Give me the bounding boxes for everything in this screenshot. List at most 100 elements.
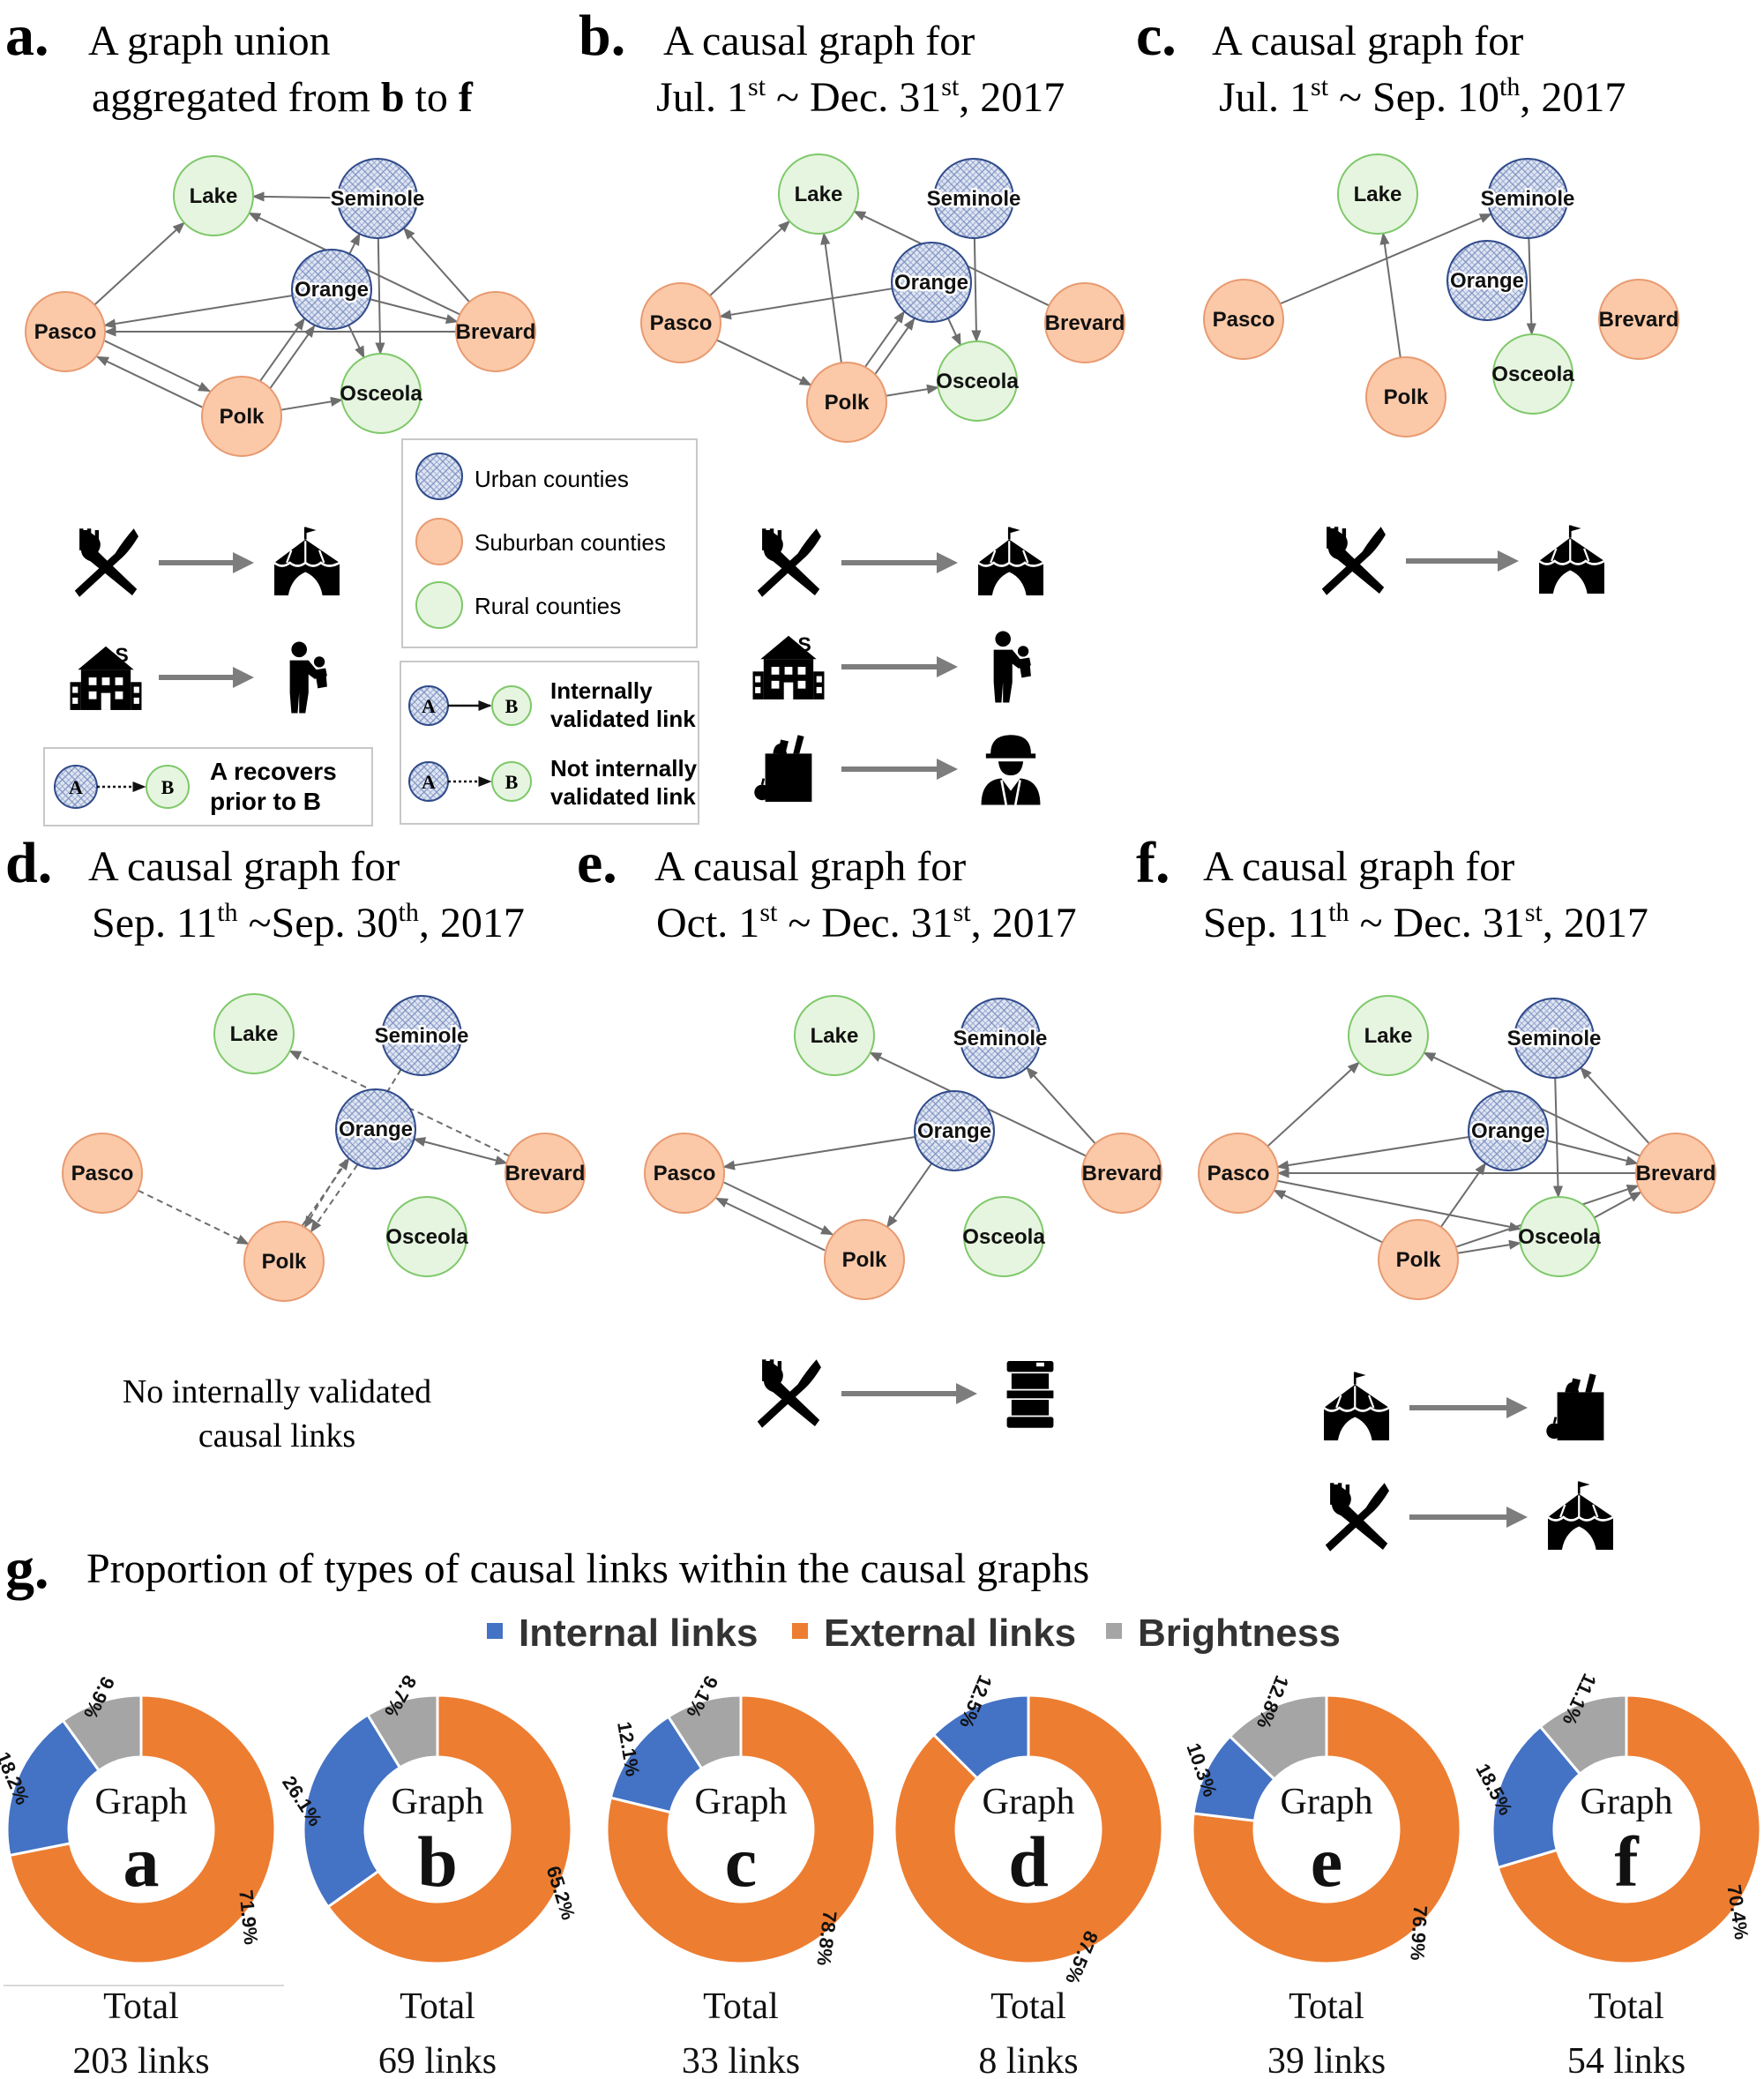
- panel-e-title: e. A causal graph for Oct. 1st ~ Dec. 31…: [577, 831, 1077, 946]
- rural-swatch: [415, 581, 463, 629]
- recovers-label-2: prior to B: [210, 788, 321, 815]
- node-d-osceola: [386, 1196, 467, 1277]
- node-d-polk: [243, 1221, 325, 1302]
- node-e-pasco: [644, 1133, 725, 1214]
- slice-internal-f: [1491, 1724, 1582, 1870]
- panel-d-title: d. A causal graph for Sep. 11th ~Sep. 30…: [5, 831, 525, 946]
- node-label-a-seminole: Seminole: [331, 187, 425, 211]
- slice-brightness-e: [1228, 1694, 1328, 1782]
- node-label-e-orange: Orange: [917, 1119, 991, 1143]
- legend-external-label: External links: [824, 1612, 1076, 1655]
- legend-internal-swatch: [487, 1623, 503, 1639]
- internal-link-label-2: validated link: [550, 706, 696, 732]
- slice-label-internal-c: 12.1%: [613, 1720, 644, 1778]
- total-links-f: 54 links: [1567, 2041, 1686, 2079]
- node-label-b-brevard: Brevard: [1045, 311, 1125, 335]
- node-label-b-lake: Lake: [795, 183, 843, 206]
- restaurant-icon: [757, 1359, 821, 1428]
- edge-f-osceola-to-brevard: [1594, 1191, 1642, 1219]
- internal-node-b-letter: B: [505, 695, 519, 717]
- slice-brightness-f: [1538, 1694, 1628, 1776]
- total-links-e: 39 links: [1267, 2041, 1386, 2079]
- internal-link-node-b: [491, 685, 532, 726]
- panel-d-line1: A causal graph for: [88, 843, 400, 890]
- restaurant-icon: [1325, 1483, 1389, 1552]
- edge-f-pasco-to-lake: [1267, 1061, 1360, 1148]
- amusement-tent-icon: [976, 526, 1045, 597]
- panel-f-letter: f.: [1136, 831, 1170, 895]
- edge-a-orange-to-brevard: [370, 298, 459, 325]
- donut-center-word-b: Graph: [392, 1782, 484, 1822]
- node-label-f-orange: Orange: [1471, 1119, 1545, 1143]
- edge-layer: [93, 191, 1650, 1254]
- edge-f-polk-to-osceola: [1457, 1239, 1521, 1254]
- donut-center-letter-c: c: [725, 1821, 757, 1902]
- recovers-legend: A B A recovers prior to B: [43, 747, 373, 826]
- node-label-f-polk: Polk: [1396, 1248, 1441, 1272]
- node-label-b-osceola: Osceola: [936, 370, 1019, 393]
- edge-c-pasco-to-seminole: [1280, 213, 1492, 305]
- not-internal-link-label-1: Not internally: [550, 755, 698, 781]
- node-b-seminole: [933, 158, 1014, 239]
- restaurant-icon: [757, 528, 821, 597]
- edge-a-pasco-to-polk: [104, 340, 212, 393]
- total-word-c: Total: [703, 1986, 779, 2027]
- edge-d-pasco-to-polk: [138, 1189, 250, 1245]
- node-c-osceola: [1492, 333, 1573, 415]
- panel-g-title: Proportion of types of causal links with…: [86, 1545, 1089, 1592]
- total-links-c: 33 links: [682, 2041, 800, 2079]
- edge-a-polk-to-pasco: [95, 355, 203, 408]
- node-label-d-polk: Polk: [262, 1250, 307, 1274]
- slice-internal-d: [931, 1694, 1030, 1781]
- edge-d-polk-to-orange: [301, 1157, 350, 1227]
- legend-internal-label: Internal links: [519, 1612, 758, 1655]
- panel-d-note-line1: No internally validated: [123, 1373, 431, 1410]
- urban-label: Urban counties: [475, 466, 629, 492]
- suburban-swatch: [415, 518, 463, 565]
- node-label-a-pasco: Pasco: [34, 320, 97, 344]
- not-internal-node-a-letter: A: [422, 771, 436, 793]
- recovers-node-b: [146, 765, 190, 809]
- total-links-a: 203 links: [72, 2041, 209, 2079]
- edge-c-seminole-to-osceola: [1526, 237, 1536, 336]
- amusement-tent-icon: [273, 526, 341, 597]
- edge-f-polk-to-pasco: [1273, 1189, 1383, 1244]
- edge-b-polk-to-osceola: [886, 384, 939, 397]
- edge-f-seminole-to-osceola: [1552, 1077, 1564, 1199]
- slice-external-e: [1191, 1694, 1462, 1965]
- total-word-d: Total: [990, 1986, 1066, 2027]
- grocery-icon: [1544, 1372, 1605, 1442]
- slice-label-external-a: 71.9%: [235, 1888, 262, 1946]
- amusement-tent-icon: [1322, 1371, 1391, 1442]
- node-label-d-osceola: Osceola: [385, 1225, 468, 1249]
- panel-d-note-line2: causal links: [198, 1417, 355, 1455]
- node-label-f-seminole: Seminole: [1507, 1027, 1602, 1051]
- node-label-f-lake: Lake: [1364, 1024, 1413, 1048]
- edge-a-orange-to-pasco: [103, 295, 293, 329]
- internal-node-a-letter: A: [422, 695, 436, 717]
- school-icon: [752, 632, 825, 699]
- panel-d-note: No internally validated causal links: [123, 1373, 431, 1455]
- node-d-seminole: [381, 995, 462, 1076]
- recovers-node-a-letter: A: [69, 776, 83, 798]
- node-c-orange: [1446, 240, 1528, 321]
- edge-b-seminole-to-osceola: [971, 237, 982, 343]
- recovers-node-b-letter: B: [161, 776, 175, 798]
- node-b-brevard: [1044, 282, 1125, 363]
- edge-b-pasco-to-lake: [709, 220, 791, 296]
- panel-f-line2: Sep. 11th ~ Dec. 31st, 2017: [1203, 898, 1648, 946]
- slice-external-f: [1496, 1694, 1762, 1965]
- total-links-d: 8 links: [978, 2041, 1078, 2079]
- parent-with-child-icon: [289, 641, 327, 714]
- donut-center-letter-e: e: [1311, 1821, 1342, 1902]
- slice-brightness-a: [61, 1694, 143, 1773]
- not-internal-node-b: [491, 761, 532, 802]
- panel-d-letter: d.: [5, 831, 52, 895]
- node-b-lake: [778, 153, 859, 235]
- node-label-c-polk: Polk: [1384, 385, 1429, 409]
